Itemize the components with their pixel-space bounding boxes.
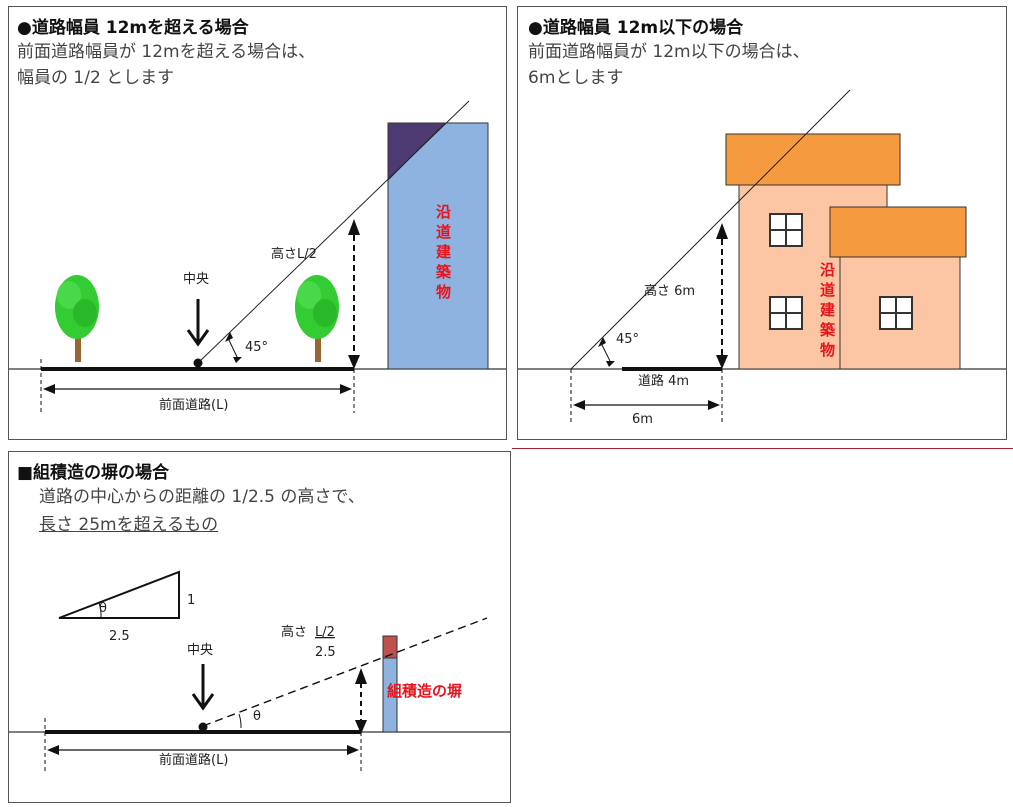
slope-line <box>570 89 851 370</box>
panel-b-line2: 6mとします <box>528 68 624 88</box>
building-label-4: 築 <box>435 263 452 281</box>
slope-line <box>202 617 488 727</box>
panel-c-line2: 長さ 25mを超えるもの <box>39 515 219 535</box>
panel-b-diagram: 45° 高さ 6m 道路 4m 6m 沿 道 建 築 物 <box>518 89 1006 427</box>
building-label-2: 道 <box>820 281 835 299</box>
tree-left <box>55 275 99 362</box>
building-label-3: 建 <box>820 301 836 319</box>
panel-b-line1: 前面道路幅員が 12m以下の場合は、 <box>528 42 810 62</box>
building-label-3: 建 <box>436 243 452 261</box>
center-arrow <box>186 329 210 347</box>
tree-right <box>295 275 339 362</box>
panel-masonry-wall: ■組積造の塀の場合 道路の中心からの距離の 1/2.5 の高さで、 長さ 25m… <box>8 451 511 803</box>
panel-b-title: ●道路幅員 12m以下の場合 <box>528 18 744 38</box>
building-label-5: 物 <box>436 283 451 301</box>
building-label-4: 築 <box>819 321 836 339</box>
center-label: 中央 <box>187 643 213 658</box>
building-label-1: 沿 <box>436 203 451 221</box>
panel-road-12m-or-less: ●道路幅員 12m以下の場合 前面道路幅員が 12m以下の場合は、 6mとします… <box>517 6 1007 440</box>
distance-label: 6m <box>632 412 653 427</box>
building-label-5: 物 <box>820 341 835 359</box>
height-label-numerator: L/2 <box>315 625 335 640</box>
panel-road-over-12m: ●道路幅員 12mを超える場合 前面道路幅員が 12mを超える場合は、 幅員の … <box>8 6 507 440</box>
triangle-theta: θ <box>99 601 107 616</box>
panel-a-diagram: 中央 45° 高さL/2 前面道路(L) 沿 道 建 築 物 <box>9 100 506 413</box>
road-label: 前面道路(L) <box>159 752 228 768</box>
slope-line <box>197 100 470 364</box>
height-label-prefix: 高さ <box>281 624 307 640</box>
building-label-1: 沿 <box>820 261 835 279</box>
window-icon <box>769 296 803 330</box>
wall-label: 組積造の塀 <box>387 682 462 700</box>
triangle-rise: 1 <box>187 593 195 608</box>
angle-label: θ <box>253 709 261 724</box>
angle-label: 45° <box>616 332 639 347</box>
center-arrow <box>191 693 215 711</box>
separator-line <box>512 448 1013 449</box>
house-front-roof <box>829 206 967 258</box>
height-label: 高さ 6m <box>644 283 695 299</box>
center-point <box>193 358 203 368</box>
panel-a-title: ●道路幅員 12mを超える場合 <box>17 18 249 38</box>
center-label: 中央 <box>183 272 209 287</box>
angle-label: 45° <box>245 340 268 355</box>
center-point <box>198 722 208 732</box>
window-icon <box>879 296 913 330</box>
road-label: 道路 4m <box>638 373 689 389</box>
wall-excess <box>382 635 398 659</box>
window-icon <box>769 213 803 247</box>
height-label-denominator: 2.5 <box>315 645 336 660</box>
ratio-triangle <box>58 570 180 619</box>
road-label: 前面道路(L) <box>159 397 228 413</box>
panel-c-title: ■組積造の塀の場合 <box>17 463 170 483</box>
panel-a-line1: 前面道路幅員が 12mを超える場合は、 <box>17 42 316 62</box>
panel-a-line2: 幅員の 1/2 とします <box>17 68 175 88</box>
height-label: 高さL/2 <box>271 246 317 262</box>
building-label-2: 道 <box>436 223 451 241</box>
panel-c-diagram: θ 1 2.5 中央 θ 高さ L/2 2.5 組積造の塀 前面道路(L) <box>9 570 510 772</box>
house-back-roof <box>725 133 901 186</box>
triangle-run: 2.5 <box>109 629 130 644</box>
panel-c-line1: 道路の中心からの距離の 1/2.5 の高さで、 <box>39 487 365 507</box>
